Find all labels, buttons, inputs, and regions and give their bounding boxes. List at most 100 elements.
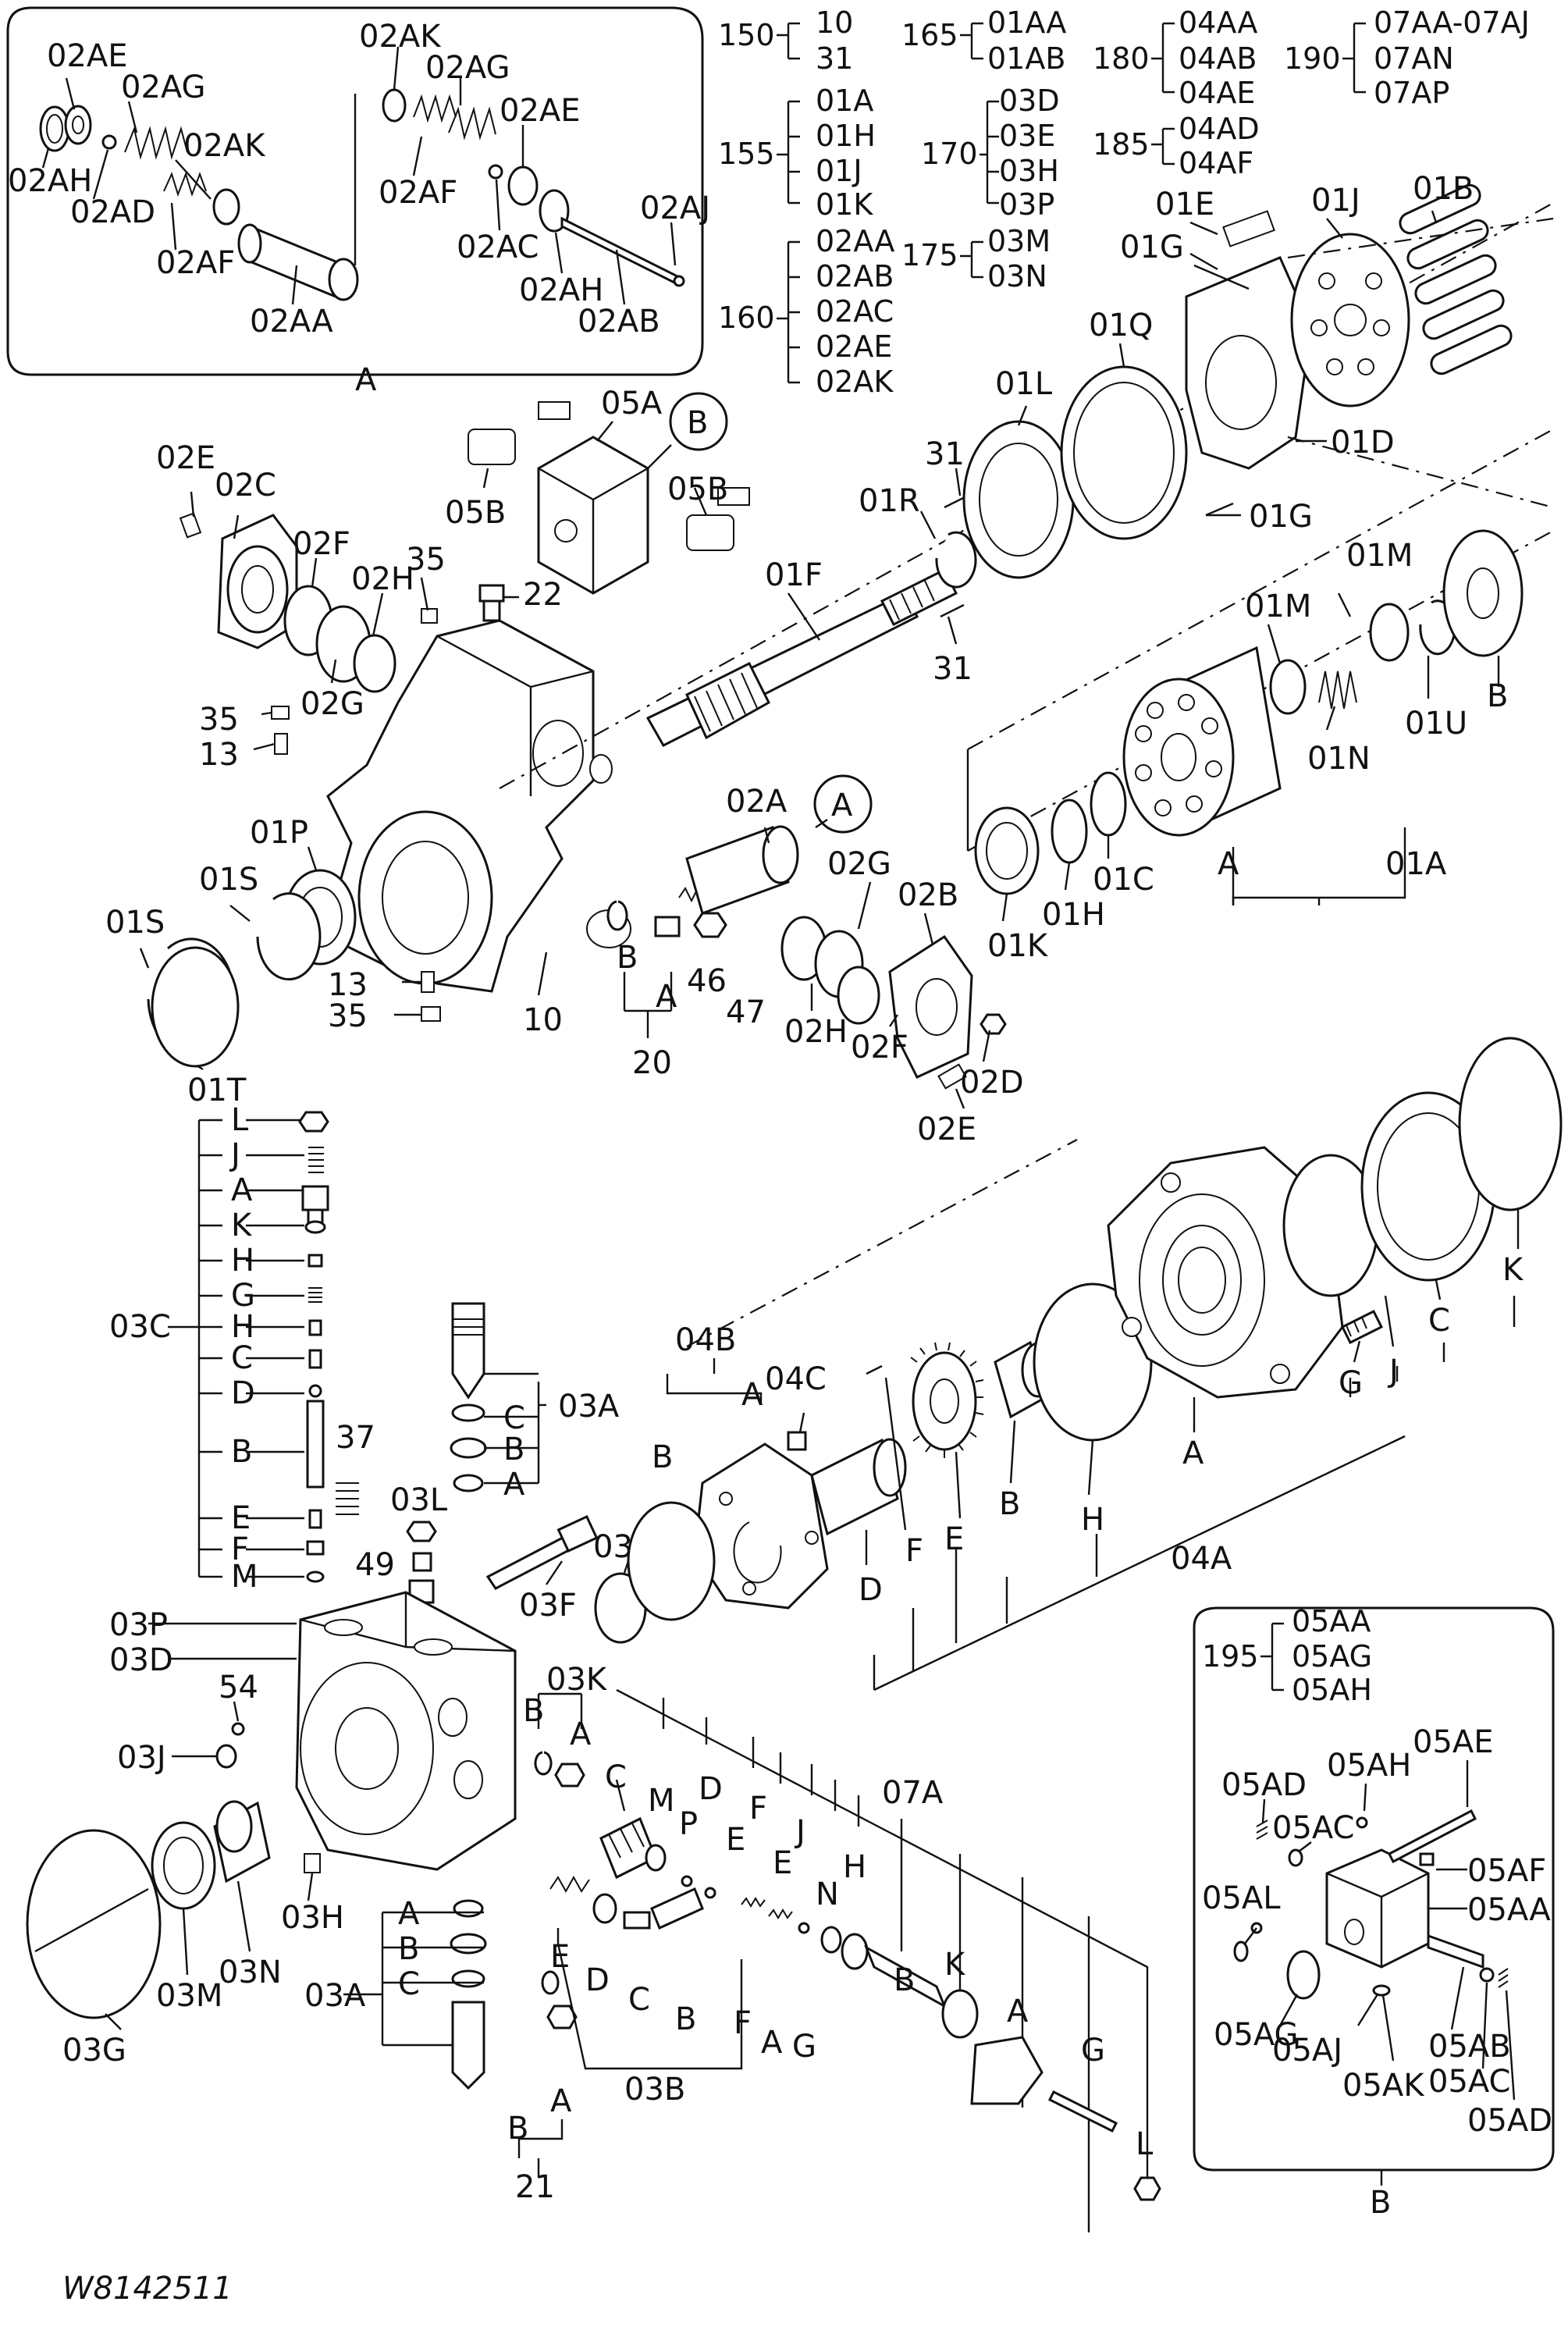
housing-label: 02G xyxy=(300,686,364,722)
group-member: 02AB xyxy=(816,259,894,293)
column-label: A xyxy=(231,1172,253,1208)
group-member: 04AB xyxy=(1179,41,1257,76)
inset-b-label: 05AF xyxy=(1467,1853,1546,1889)
inset-a-label: 02AD xyxy=(70,194,155,230)
fan-label: N xyxy=(816,1876,839,1912)
valve-label: A xyxy=(570,1716,592,1752)
cylinder-label: 01H xyxy=(1042,897,1105,933)
fan-label: G xyxy=(1081,2033,1105,2069)
housing-label: 20 xyxy=(632,1045,672,1081)
group-member: 03H xyxy=(999,154,1059,188)
index-group-190: 190 07AA-07AJ 07AN 07AP xyxy=(1284,5,1530,110)
valve-block-body-icon xyxy=(295,1591,517,1871)
group-member: 31 xyxy=(816,41,853,76)
gear-train-04a-04b: 04B B A 04C D F E B H A 04A G J C K xyxy=(627,1037,1563,1691)
gear-label: H xyxy=(1081,1502,1104,1538)
housing-label: 02E xyxy=(156,440,215,476)
rotary-label: 02G xyxy=(827,846,891,882)
cover-02c-icon xyxy=(179,512,298,649)
group-id: 190 xyxy=(1284,41,1341,76)
plate-04b-icon xyxy=(693,1442,829,1610)
rotary-label: 02E xyxy=(917,1112,976,1147)
valve-label: 03K xyxy=(546,1662,608,1698)
group-id: 175 xyxy=(901,238,958,272)
valve-label: 03D xyxy=(109,1642,173,1678)
valve-label: B xyxy=(523,1693,544,1729)
group-id: 170 xyxy=(921,137,978,171)
inset-a-label: 02AA xyxy=(250,304,333,340)
housing-label: 01T xyxy=(187,1073,247,1108)
rotary-label: 01F xyxy=(765,557,823,593)
inset-b-label: 05AD xyxy=(1467,2103,1552,2139)
drive-shaft-01f-icon xyxy=(645,567,958,747)
gear-label: 04A xyxy=(1171,1541,1232,1577)
inset-b-solenoid-block: 195 05AA 05AG 05AH xyxy=(1193,1604,1555,2221)
solenoid-block-05aa-icon xyxy=(1325,1848,1430,1969)
group-member: 02AA xyxy=(816,224,894,258)
valve-label: D xyxy=(585,1962,610,1998)
housing-label: B xyxy=(687,405,708,441)
inset-b-label: B xyxy=(1370,2185,1391,2221)
cylinder-label: 01N xyxy=(1307,741,1371,777)
group-member: 05AA xyxy=(1292,1604,1371,1638)
cylinder-label: 01U xyxy=(1405,706,1467,742)
column-label: C xyxy=(231,1340,253,1376)
column-label: D xyxy=(231,1375,255,1411)
inset-b-label: 05AJ xyxy=(1272,2033,1342,2069)
inset-a-label: 02AE xyxy=(500,93,581,129)
housing-label: 01S xyxy=(105,905,165,941)
column-label: L xyxy=(231,1102,249,1138)
column-labels: L J A K H G 03C H C D B E F M 37 03L 49 xyxy=(109,1102,448,1595)
housing-label: 35 xyxy=(199,702,239,738)
housing-label: 47 xyxy=(726,994,766,1030)
gear-label: C xyxy=(1428,1303,1450,1339)
inset-a-label: 02AG xyxy=(121,69,206,105)
housing-label: 13 xyxy=(199,737,239,773)
rotary-label: 01G xyxy=(1120,229,1184,265)
housing-label: A xyxy=(656,979,677,1015)
fan-label: L xyxy=(1136,2126,1154,2162)
column-label: F xyxy=(231,1531,249,1567)
housing-label: B xyxy=(617,940,638,976)
cylinder-label: 01M xyxy=(1346,538,1413,574)
index-group-165: 165 01AA 01AB xyxy=(901,5,1066,76)
group-id: 185 xyxy=(1093,127,1150,162)
rotary-label: 01B xyxy=(1413,171,1474,207)
fan-label: F xyxy=(734,2005,752,2041)
housing-label: 01S xyxy=(199,862,258,898)
valve-label: B xyxy=(503,1432,524,1467)
group-member: 01AA xyxy=(987,5,1066,40)
inset-b-label: 05AE xyxy=(1413,1724,1494,1760)
group-member: 02AE xyxy=(816,329,892,364)
swash-plate-01d-icon xyxy=(1185,210,1313,517)
housing-label: 01P xyxy=(250,815,308,851)
column-label: H xyxy=(231,1243,254,1279)
housing-label: 10 xyxy=(523,1002,563,1038)
valve-label: C xyxy=(605,1759,627,1795)
group-member: 07AN xyxy=(1374,41,1454,76)
column-label: B xyxy=(231,1434,252,1470)
pistons-01b-icon xyxy=(1399,183,1513,375)
index-group-185: 185 04AD 04AF xyxy=(1093,112,1260,180)
fan-label: E xyxy=(773,1845,792,1881)
inset-a-label: A xyxy=(355,362,377,398)
inset-a-label: 02AJ xyxy=(640,190,710,226)
valve-label: B xyxy=(398,1931,419,1967)
housing-label: 05B xyxy=(445,495,506,531)
inset-b-label: 05AG xyxy=(1214,2017,1299,2053)
inset-b-label: 05AD xyxy=(1221,1767,1307,1803)
inset-b-label: 05AK xyxy=(1342,2068,1425,2104)
gear-label: A xyxy=(741,1377,763,1413)
group-member: 01AB xyxy=(987,41,1065,76)
fan-label: A xyxy=(761,2025,783,2061)
index-group-150: 150 10 31 xyxy=(718,5,853,76)
group-member: 04AA xyxy=(1179,5,1257,40)
inset-a-label: 02AF xyxy=(156,245,235,281)
group-member: 07AA-07AJ xyxy=(1374,5,1530,40)
fan-label: G xyxy=(792,2029,816,2065)
housing-label: 46 xyxy=(687,963,727,999)
valve-label: B xyxy=(507,2111,528,2147)
valve-label: 03N xyxy=(219,1955,282,1990)
inset-a-label: 02AB xyxy=(578,304,660,340)
gear-label: B xyxy=(652,1439,673,1475)
